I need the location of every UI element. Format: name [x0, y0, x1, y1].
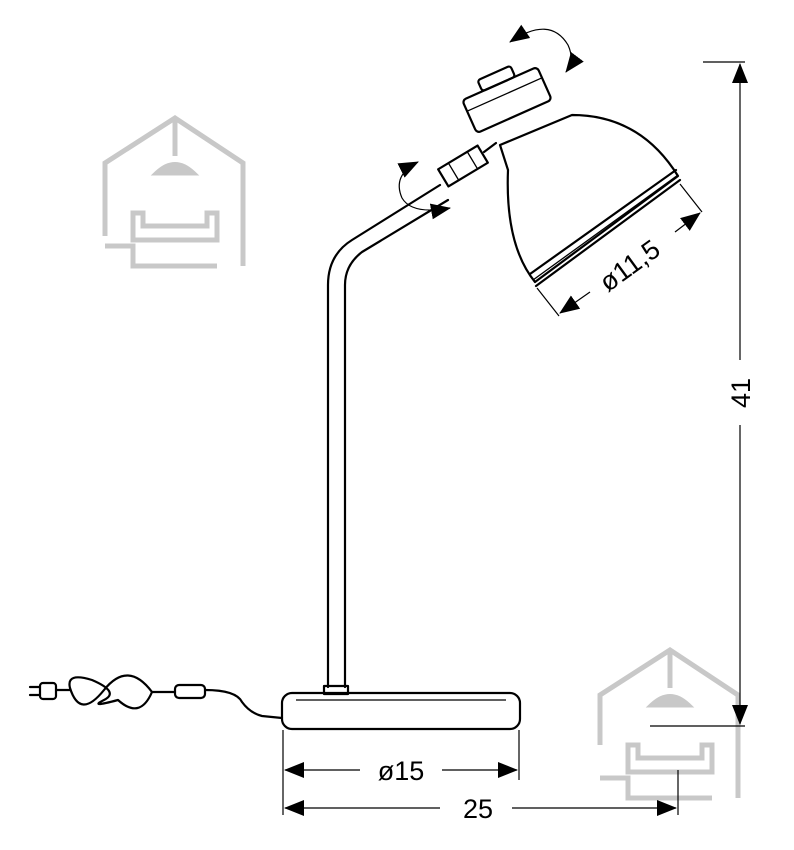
lamp-shade — [498, 113, 680, 284]
lamp-stem — [326, 183, 442, 689]
dimension-lines — [282, 61, 748, 816]
total-height-label: 41 — [726, 378, 756, 408]
lamp-base — [280, 691, 522, 731]
house-sofa-watermark-icon — [597, 647, 741, 801]
power-cord — [203, 688, 284, 720]
shade-diameter-label: ø11,5 — [594, 234, 666, 298]
lamp-joint — [437, 144, 489, 188]
base-diameter-label: ø15 — [378, 756, 425, 786]
lamp-shade-cap — [462, 65, 552, 133]
lamp-body — [28, 24, 682, 731]
plug-icon — [28, 681, 58, 701]
rotate-arrow-icon — [509, 24, 584, 73]
total-depth-label: 25 — [463, 794, 493, 824]
rotate-arrow-icon — [397, 161, 451, 220]
house-sofa-watermark-icon — [102, 115, 246, 269]
cord-switch-icon — [173, 683, 207, 700]
